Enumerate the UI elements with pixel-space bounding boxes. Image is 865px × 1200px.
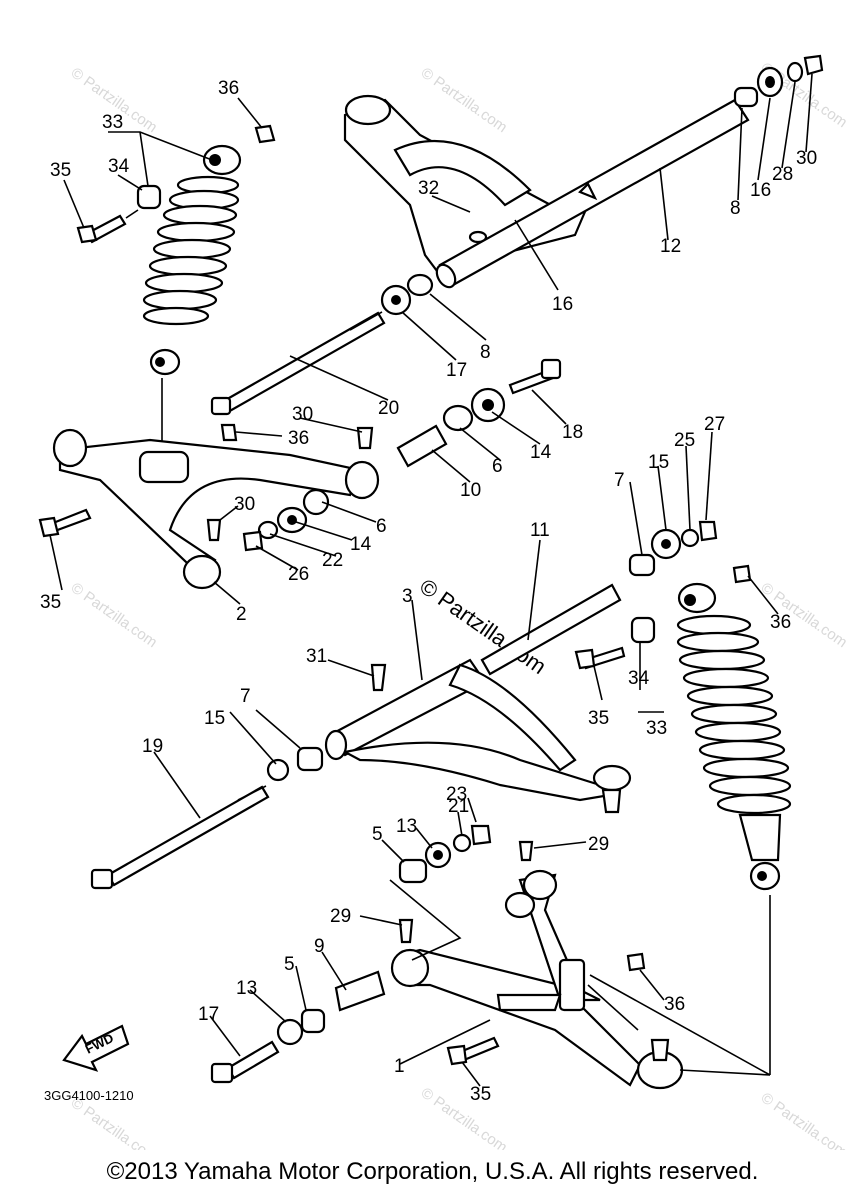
callout: 14 [530,442,552,463]
callout: 34 [108,156,130,177]
callout: 30 [234,494,255,515]
callout: 30 [292,404,313,425]
lower-arm-hardware [210,824,646,1084]
callout: 23 [446,784,467,805]
callout: 9 [314,936,325,957]
callout: 25 [674,430,695,451]
callout: 7 [240,686,251,707]
shock-hardware-left [76,124,276,244]
callout: 34 [628,668,650,689]
callout: 15 [648,452,669,473]
callout: 28 [772,164,793,185]
callout: 35 [40,592,61,613]
callout: 29 [330,906,351,927]
watermark: © Partzilla.com [418,1084,511,1150]
callout: 35 [588,708,609,729]
callout: 31 [306,646,327,667]
copyright-notice: ©2013 Yamaha Motor Corporation, U.S.A. A… [106,1158,759,1185]
callout: 26 [288,564,309,585]
callout: 16 [750,180,771,201]
callout: 12 [660,236,681,257]
callout: 5 [284,954,295,975]
callout: 2 [236,604,247,625]
upper-arm-right [343,94,592,277]
callout: 17 [198,1004,219,1025]
callout: 27 [704,414,725,435]
callout: 30 [796,148,817,169]
callout: 5 [372,824,383,845]
watermark: © Partzilla.com [418,64,511,136]
callout: 11 [530,520,550,541]
callout: 35 [470,1084,491,1105]
bolt-19 [90,785,270,890]
callout: 3 [402,586,413,607]
callout: 6 [376,516,387,537]
callout: 36 [288,428,309,449]
lower-arm-left [38,423,380,590]
bushings-upper-right [380,54,824,316]
callout: 18 [562,422,583,443]
callout: 1 [394,1056,405,1077]
fwd-arrow-icon: FWD [62,1024,130,1072]
callout: 8 [480,342,491,363]
shock-absorber-right [574,564,792,1075]
callout: 16 [552,294,573,315]
callout: 14 [350,534,372,555]
callout: 20 [378,398,399,419]
callout: 13 [236,978,257,999]
callout: 13 [396,816,417,837]
callout: 36 [770,612,791,633]
callout: 15 [204,708,225,729]
callout: 35 [50,160,71,181]
callout: 6 [492,456,503,477]
bushings-right [266,520,718,782]
bolt-20 [210,311,386,416]
lower-arm-right-1 [390,869,684,1090]
callout-labels: 36 33 34 35 32 16 12 8 16 28 30 8 17 20 … [40,78,817,1105]
callout: 32 [418,178,439,199]
callout: 29 [588,834,609,855]
bushings-mid [242,358,562,552]
upper-arm-left-3 [324,583,632,814]
callout: 10 [460,480,481,501]
callout: 22 [322,550,343,571]
callout: 33 [102,112,123,133]
callout: 19 [142,736,163,757]
watermark: © Partzilla.com [68,579,161,651]
shaft-12 [435,98,750,289]
callout: 17 [446,360,467,381]
drawing-code: 3GG4100-1210 [44,1088,134,1103]
callout: 7 [614,470,625,491]
leader-lines [49,73,813,1087]
callout: 33 [646,718,667,739]
callout: 36 [218,78,239,99]
callout: 8 [730,198,741,219]
callout: 36 [664,994,685,1015]
watermark: © Partzilla.com [758,1089,851,1150]
callout: 21 [448,796,469,817]
